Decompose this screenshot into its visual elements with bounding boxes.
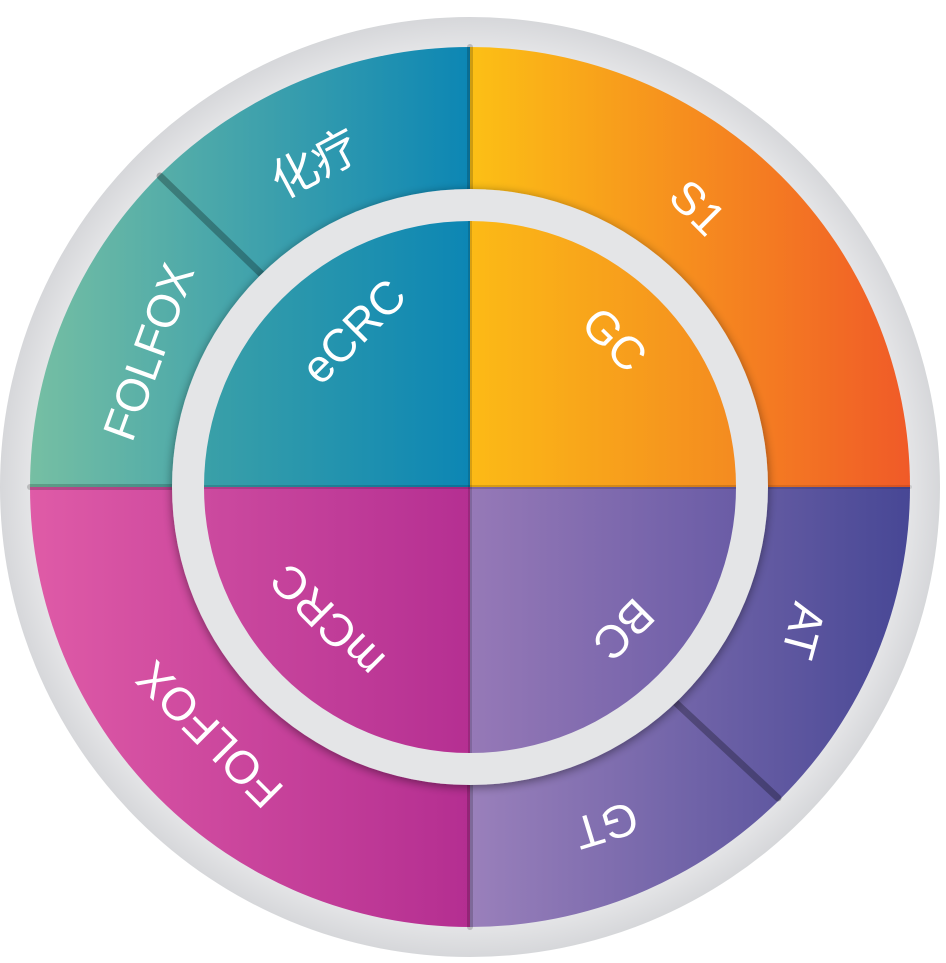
inner-circle (204, 221, 736, 753)
divider-top-left (156, 172, 284, 296)
inner-bottom-left-segment (204, 487, 470, 753)
inner-bottom-right-segment (470, 487, 736, 753)
inner-top-left-segment (204, 221, 470, 487)
inner-top-right-segment (470, 221, 736, 487)
divider-bottom-right (656, 684, 782, 802)
